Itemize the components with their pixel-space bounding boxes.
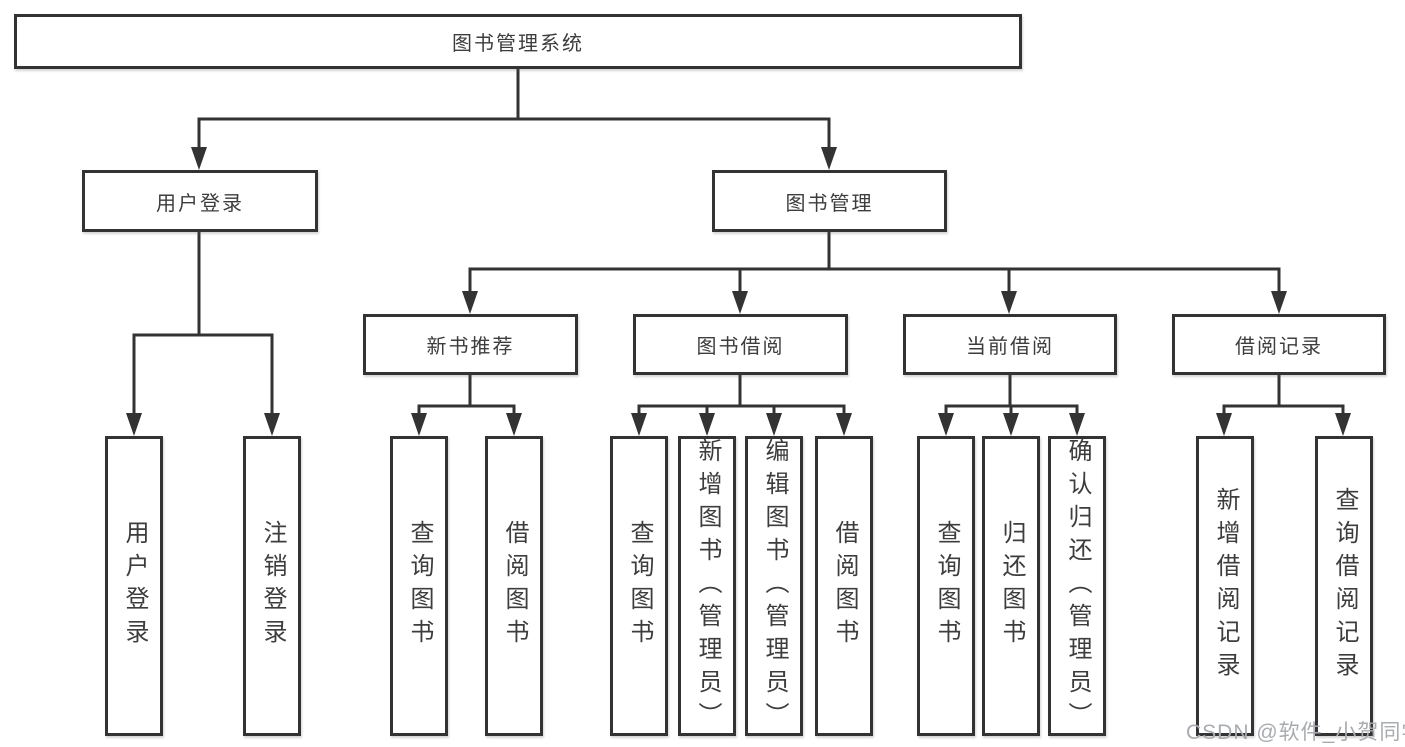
node-new-book-recommend-label: 新书推荐 (426, 336, 515, 358)
leaf-bb-add-books-admin-label: 新增图书（管理员） (694, 437, 721, 735)
leaf-nb-borrow-books: 借阅图书 (485, 436, 543, 736)
leaf-cb-return-books-label: 归还图书 (998, 520, 1025, 652)
node-book-management-label: 图书管理 (785, 192, 874, 215)
connector-lines (132, 67, 1345, 408)
leaf-bb-borrow-books-label: 借阅图书 (831, 520, 858, 652)
leaf-bb-query-books-label: 查询图书 (626, 520, 653, 652)
leaf-br-add-record-label: 新增借阅记录 (1212, 487, 1239, 685)
node-current-borrow-label: 当前借阅 (966, 336, 1054, 358)
node-borrow-records: 借阅记录 (1172, 314, 1386, 375)
leaf-bb-edit-books-admin-label: 编辑图书（管理员） (761, 437, 788, 735)
leaf-user-login: 用户登录 (105, 436, 163, 736)
leaf-bb-edit-books-admin: 编辑图书（管理员） (745, 436, 803, 736)
node-book-borrow: 图书借阅 (633, 314, 848, 375)
node-library-management-system-label: 图书管理系统 (452, 33, 584, 55)
leaf-cb-query-books-label: 查询图书 (933, 520, 960, 652)
leaf-nb-query-books-label: 查询图书 (406, 520, 433, 652)
leaf-logout-login: 注销登录 (243, 436, 301, 736)
node-user-login-label: 用户登录 (156, 192, 244, 215)
leaf-logout-login-label: 注销登录 (259, 520, 286, 652)
leaf-cb-return-books: 归还图书 (982, 436, 1040, 736)
leaf-nb-borrow-books-label: 借阅图书 (501, 520, 528, 652)
leaf-br-add-record: 新增借阅记录 (1196, 436, 1254, 736)
node-current-borrow: 当前借阅 (903, 314, 1117, 375)
leaf-cb-confirm-return-admin: 确认归还（管理员） (1048, 436, 1106, 736)
leaf-cb-query-books: 查询图书 (917, 436, 975, 736)
node-user-login: 用户登录 (82, 170, 318, 232)
node-library-management-system: 图书管理系统 (14, 14, 1022, 69)
watermark-text: CSDN @软件_小贺同学 (1186, 721, 1405, 744)
leaf-br-query-record: 查询借阅记录 (1315, 436, 1373, 736)
leaf-bb-query-books: 查询图书 (610, 436, 668, 736)
node-book-borrow-label: 图书借阅 (696, 336, 785, 358)
node-book-management: 图书管理 (712, 170, 947, 232)
leaf-cb-confirm-return-admin-label: 确认归还（管理员） (1064, 437, 1091, 735)
leaf-bb-add-books-admin: 新增图书（管理员） (678, 436, 736, 736)
arrowheads (126, 119, 1351, 436)
leaf-bb-borrow-books: 借阅图书 (815, 436, 873, 736)
node-new-book-recommend: 新书推荐 (363, 314, 578, 375)
leaf-user-login-label: 用户登录 (121, 520, 148, 652)
leaf-br-query-record-label: 查询借阅记录 (1331, 487, 1358, 685)
node-borrow-records-label: 借阅记录 (1235, 336, 1323, 358)
leaf-nb-query-books: 查询图书 (390, 436, 448, 736)
